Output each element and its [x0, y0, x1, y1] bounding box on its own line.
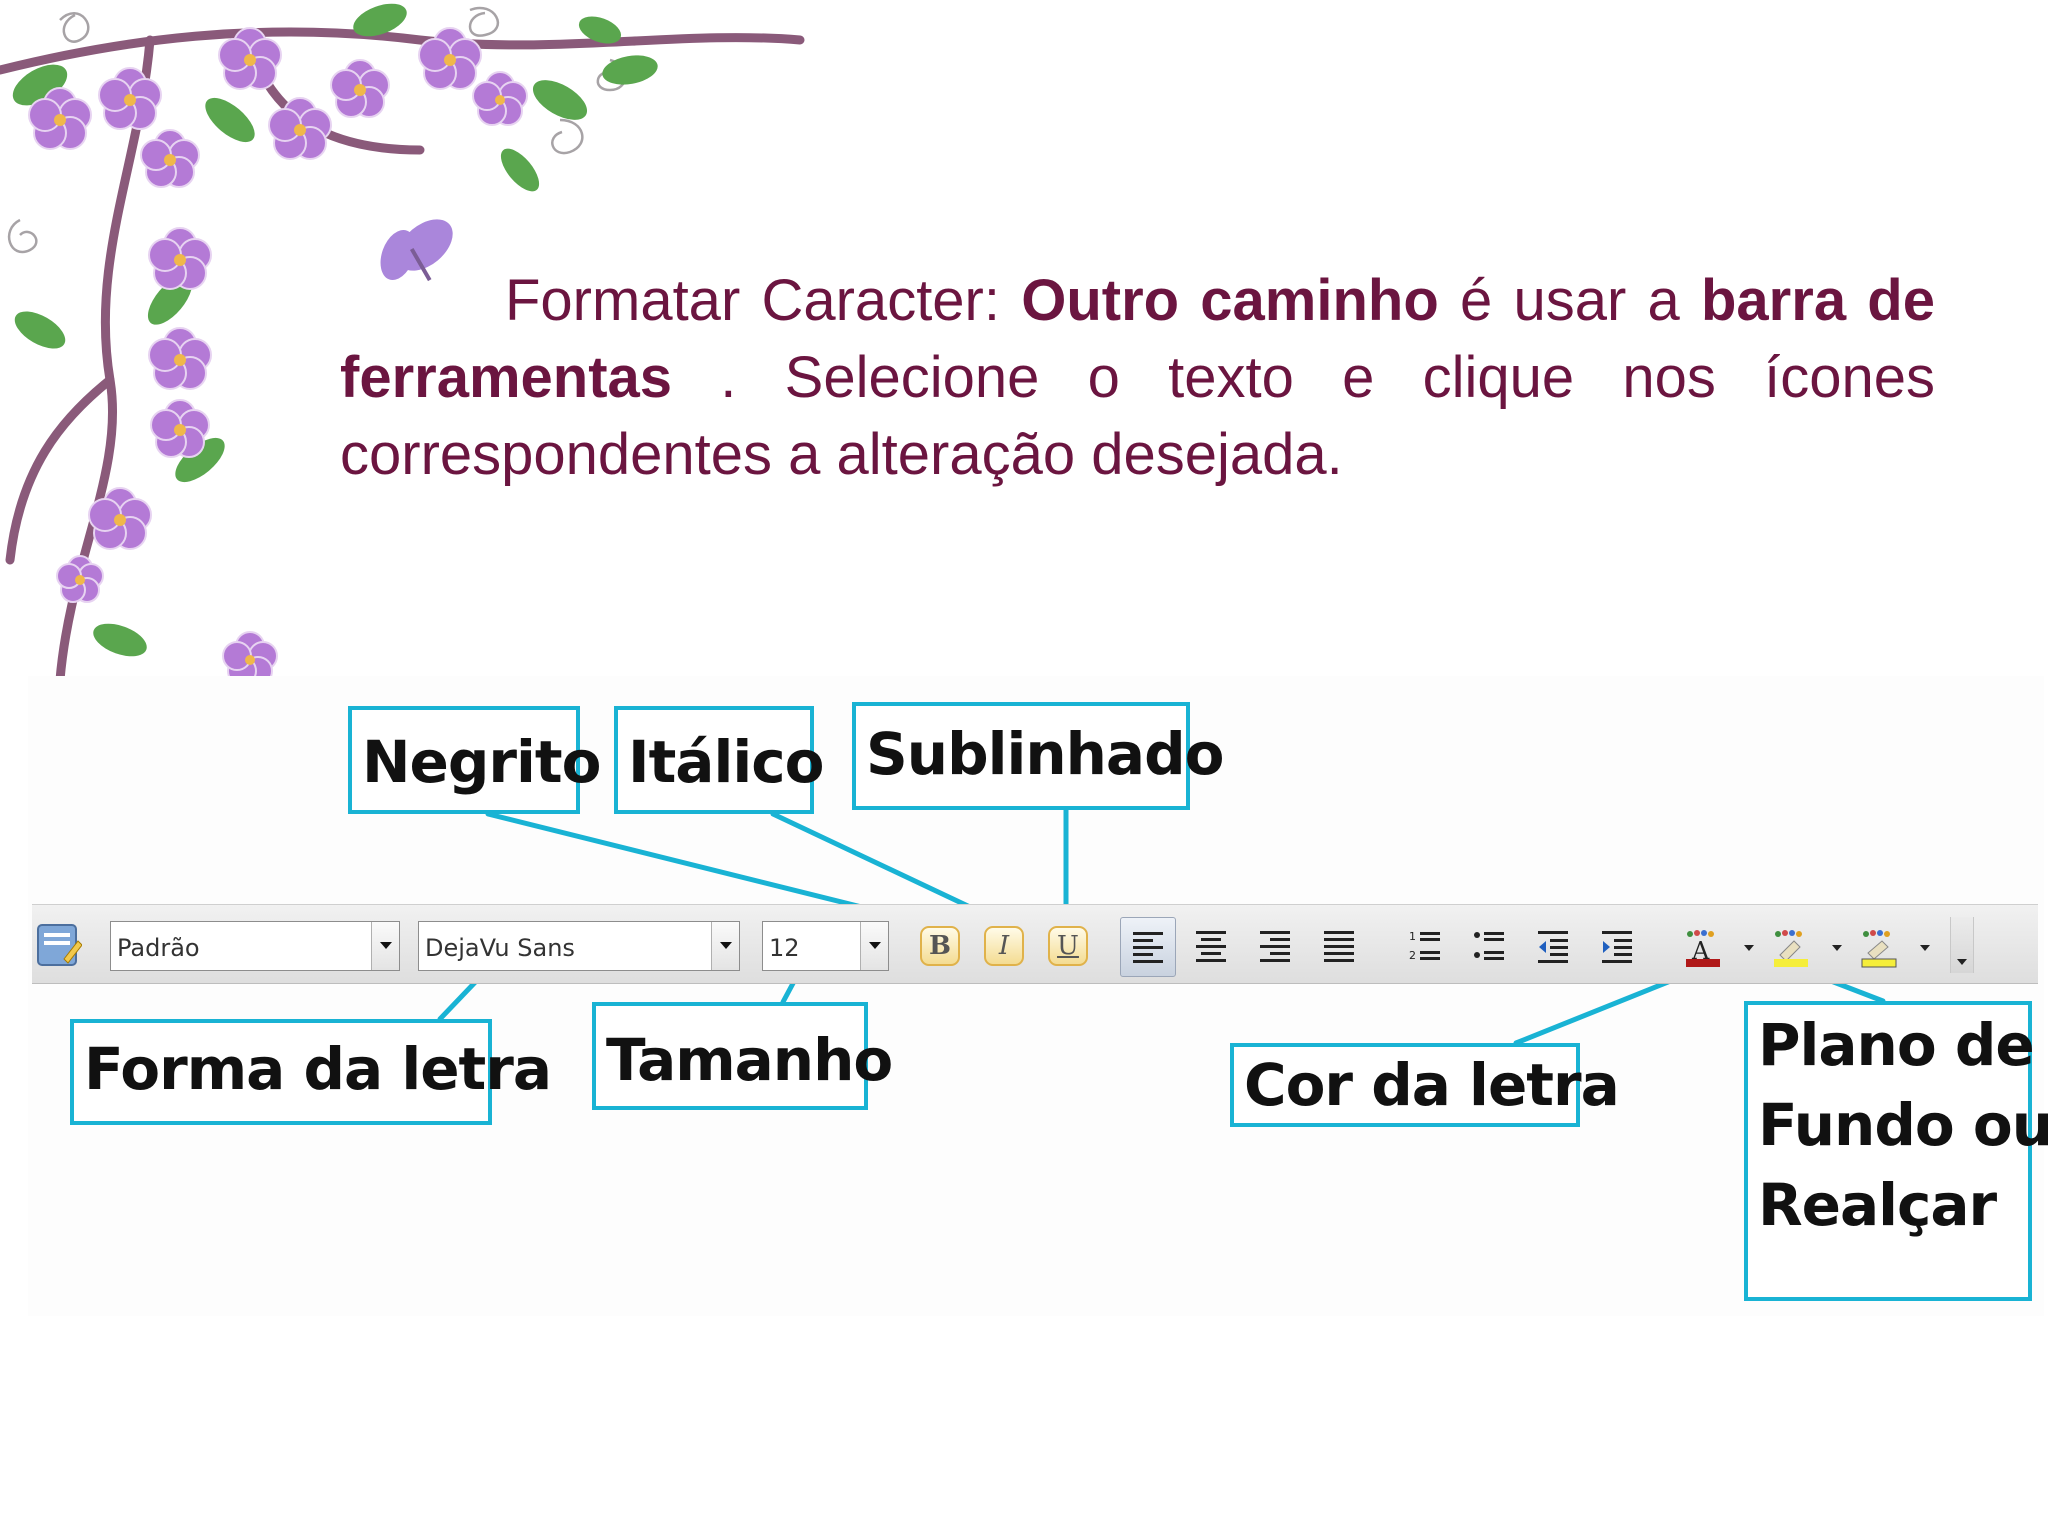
callout-negrito: Negrito [348, 706, 601, 814]
callout-sublinhado: Sublinhado [852, 702, 1224, 810]
highlight-button[interactable] [1762, 917, 1818, 977]
italic-icon: I [998, 931, 1010, 961]
justify-icon [1324, 931, 1354, 962]
chevron-down-icon[interactable] [371, 922, 399, 970]
decrease-indent-icon [1538, 931, 1568, 963]
background-color-button[interactable] [1850, 917, 1906, 977]
highlight-icon [1774, 930, 1808, 967]
chevron-down-icon[interactable] [860, 922, 888, 970]
font-color-button[interactable]: A [1674, 917, 1730, 977]
underline-button[interactable]: U [1048, 926, 1088, 966]
underline-icon: U [1057, 931, 1079, 961]
callout-cor-da-letra: Cor da letra [1230, 1043, 1620, 1127]
increase-indent-icon [1602, 931, 1632, 963]
font-size-select[interactable]: 12 [762, 921, 889, 971]
callout-italico: Itálico [614, 706, 824, 814]
increase-indent-button[interactable] [1590, 917, 1646, 977]
align-right-icon [1260, 931, 1290, 962]
bullet-list-button[interactable] [1462, 917, 1518, 977]
paragraph-bold-barra-ferramentas: barra de ferramentas [340, 268, 1935, 410]
svg-text:2: 2 [1409, 949, 1416, 962]
italic-button[interactable]: I [984, 926, 1024, 966]
callout-tamanho: Tamanho [592, 1002, 893, 1110]
font-name-value: DejaVu Sans [425, 934, 575, 962]
floral-corner-decoration [0, 3, 805, 680]
decrease-indent-button[interactable] [1526, 917, 1582, 977]
font-color-icon: A [1686, 930, 1720, 967]
styles-icon[interactable] [36, 919, 83, 969]
numbered-list-icon: 12 [1409, 930, 1440, 962]
butterfly-icon [380, 219, 453, 282]
background-color-dropdown-icon[interactable] [1920, 945, 1930, 951]
svg-text:A: A [1691, 937, 1710, 965]
highlight-dropdown-icon[interactable] [1832, 945, 1842, 951]
align-left-icon [1133, 932, 1163, 963]
align-center-icon [1196, 931, 1226, 962]
slide-paragraph: Formatar Caracter: Outro caminho é usar … [340, 262, 1935, 493]
font-size-value: 12 [769, 934, 800, 962]
justify-button[interactable] [1312, 917, 1368, 977]
chevron-down-icon[interactable] [711, 922, 739, 970]
paragraph-text: Formatar Caracter: [505, 268, 1022, 333]
bullet-list-icon [1474, 932, 1504, 960]
bold-icon: B [929, 931, 951, 961]
svg-text:1: 1 [1409, 930, 1416, 943]
font-color-dropdown-icon[interactable] [1744, 945, 1754, 951]
paragraph-text: . Selecione o texto e clique nos ícones … [340, 345, 1935, 487]
callout-forma-da-letra: Forma da letra [70, 1019, 552, 1125]
background-color-icon [1861, 930, 1897, 968]
paragraph-style-select[interactable]: Padrão [110, 921, 400, 971]
align-right-button[interactable] [1248, 917, 1304, 977]
font-name-select[interactable]: DejaVu Sans [418, 921, 740, 971]
paragraph-bold-outro-caminho: Outro caminho [1021, 268, 1439, 333]
callout-plano-de-fundo-realcar: Plano de Fundo ou Realçar [1744, 1001, 2048, 1301]
align-left-button[interactable] [1120, 917, 1176, 977]
toolbar-overflow-icon[interactable] [1950, 917, 1974, 973]
paragraph-style-value: Padrão [117, 934, 200, 962]
align-center-button[interactable] [1184, 917, 1240, 977]
paragraph-text: é usar a [1438, 268, 1701, 333]
bold-button[interactable]: B [920, 926, 960, 966]
toolbar-screenshot: Negrito Itálico Sublinhado Padrão DejaVu… [28, 676, 2048, 1316]
